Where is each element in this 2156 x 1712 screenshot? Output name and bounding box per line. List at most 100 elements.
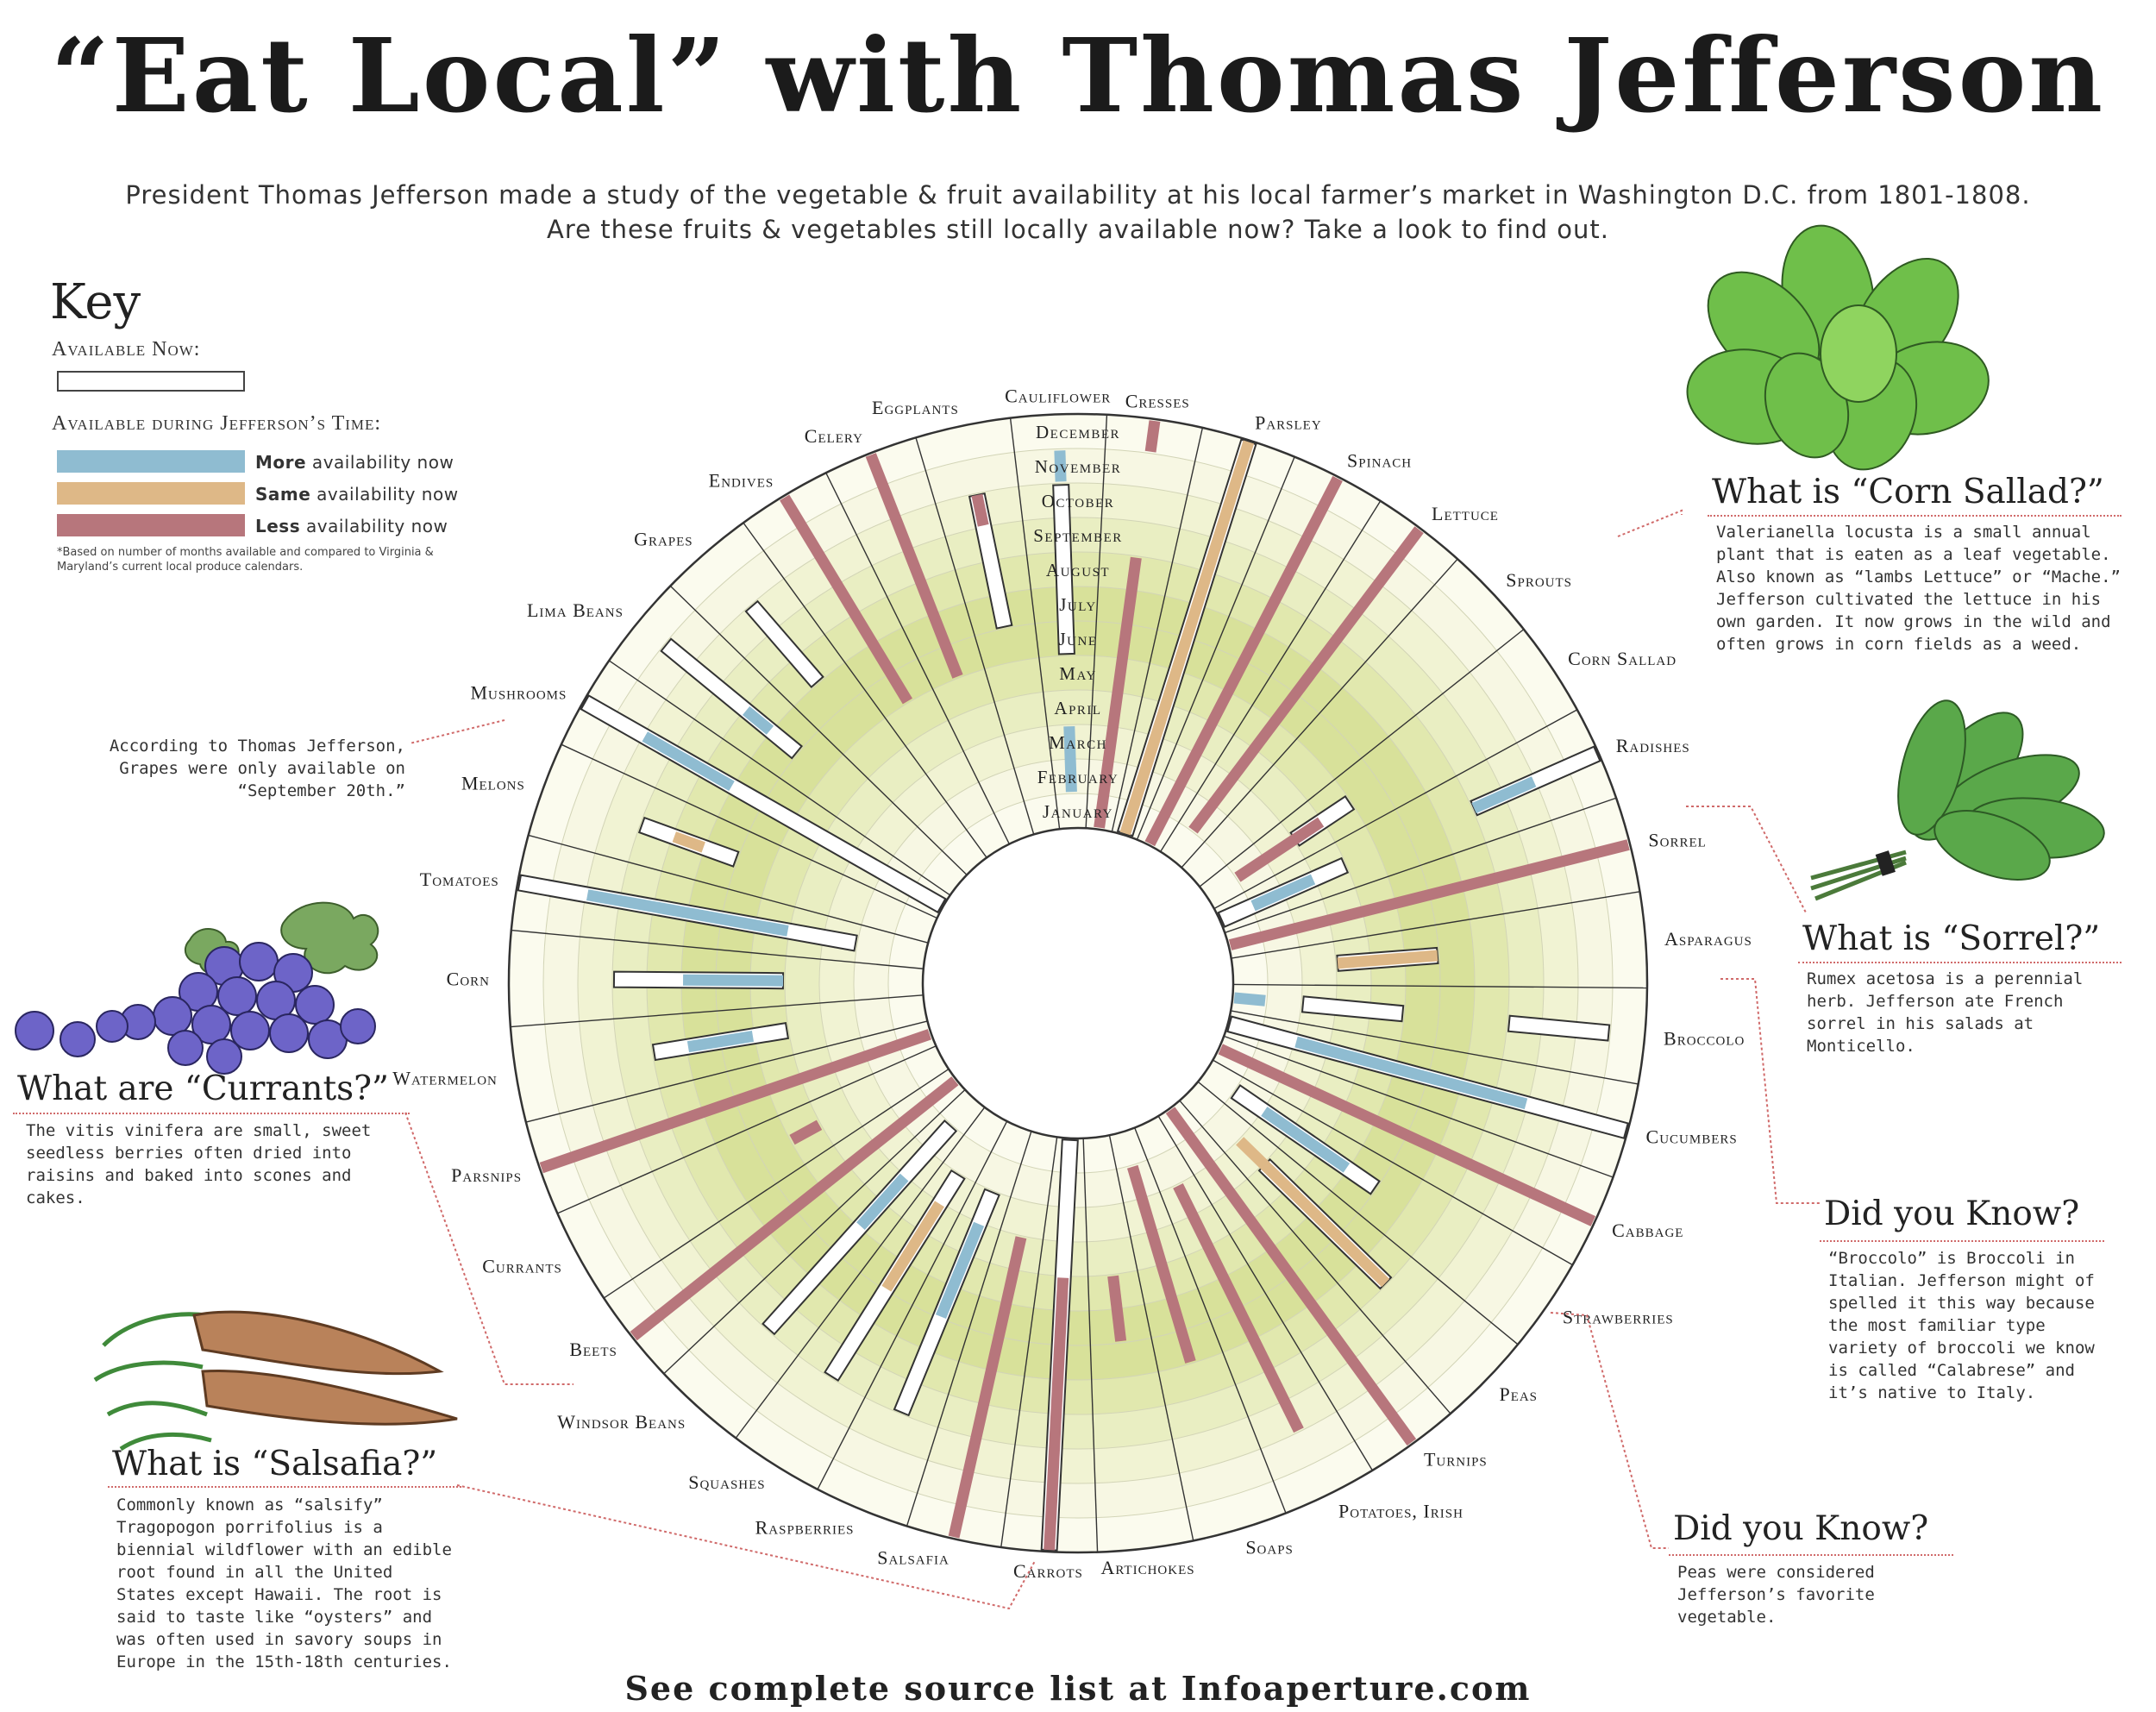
item-label-sprouts: Sprouts — [1506, 569, 1572, 591]
now-bar-broccolo — [1300, 995, 1405, 1023]
jefferson-bar-cresses — [1094, 556, 1142, 829]
now-bar-grapes — [744, 599, 824, 689]
peas-rule — [1669, 1554, 1953, 1556]
jefferson-bar-strawberries — [1261, 1107, 1351, 1173]
spoke — [1223, 1035, 1614, 1178]
item-label-squashes: Squashes — [688, 1471, 765, 1493]
item-label-cauliflower: Cauliflower — [1005, 385, 1111, 406]
page-title: “Eat Local” with Thomas Jefferson — [50, 16, 2106, 135]
leader-salsafia — [456, 1484, 1036, 1610]
spoke — [1213, 709, 1578, 910]
spoke — [1009, 417, 1061, 830]
jefferson-bar-lettuce — [1188, 526, 1424, 834]
peas-text: Peas were considered Jefferson’s favorit… — [1677, 1563, 1875, 1627]
salsafia-illustration — [93, 1310, 458, 1452]
spoke — [743, 522, 987, 858]
item-label-corn: Corn — [447, 968, 490, 989]
leader-grapes — [409, 719, 505, 744]
item-label-turnips: Turnips — [1424, 1449, 1488, 1471]
jefferson-bar-corn — [683, 974, 784, 987]
key-same-swatch — [57, 482, 245, 505]
month-label-april: April — [1054, 698, 1101, 718]
jefferson-bar-beets — [630, 1076, 959, 1341]
item-label-carrots: Carrots — [1013, 1560, 1083, 1582]
inner-hole — [921, 826, 1235, 1140]
spoke — [906, 1131, 1032, 1527]
broccolo-text: “Broccolo” is Broccoli in Italian. Jeffe… — [1828, 1249, 2095, 1402]
spoke — [1085, 414, 1108, 829]
jefferson-bar-melons — [672, 831, 705, 853]
item-label-cresses: Cresses — [1125, 390, 1190, 411]
peas-heading: Did you Know? — [1673, 1509, 1929, 1548]
spoke — [669, 585, 968, 875]
item-label-grapes: Grapes — [634, 528, 693, 549]
item-label-strawberries: Strawberries — [1563, 1307, 1674, 1328]
grapes-note-text: According to Thomas Jefferson, Grapes we… — [109, 737, 405, 800]
jefferson-bar-squashes — [881, 1201, 944, 1292]
jefferson-bar-radishes — [1250, 874, 1316, 912]
currants-text: The vitis vinifera are small, sweet seed… — [26, 1121, 372, 1207]
jefferson-bar-windsor-beans — [856, 1173, 909, 1230]
jefferson-bar-celery — [865, 453, 963, 679]
spoke — [1000, 1137, 1058, 1548]
spoke — [528, 834, 929, 944]
jefferson-bar-parsley — [1119, 440, 1255, 836]
item-label-peas: Peas — [1499, 1383, 1538, 1405]
spoke — [1199, 629, 1525, 887]
jefferson-bar-radishes — [1471, 776, 1537, 813]
item-label-tomatoes: Tomatoes — [420, 869, 499, 890]
spoke — [915, 437, 1035, 835]
broccolo-heading: Did you Know? — [1824, 1195, 2080, 1233]
spoke — [1108, 1135, 1194, 1541]
item-label-salsafia: Salsafia — [877, 1546, 950, 1568]
spoke — [1111, 427, 1204, 832]
jefferson-bar-lima-beans — [743, 705, 774, 735]
corn-sallad-illustration — [1686, 224, 1990, 471]
month-label-january: January — [1043, 801, 1113, 822]
currants-heading: What are “Currants?” — [17, 1069, 389, 1108]
now-bar-windsor-beans — [761, 1119, 958, 1336]
spoke — [1224, 797, 1617, 934]
jefferson-bar-raspberries — [935, 1221, 985, 1319]
month-label-february: February — [1037, 767, 1119, 787]
jefferson-bar-turnips — [1165, 1107, 1417, 1446]
month-label-july: July — [1059, 594, 1097, 615]
jefferson-bar-cucumbers — [1294, 1036, 1528, 1110]
item-label-celery: Celery — [805, 425, 863, 447]
jefferson-bar-cresses — [1144, 420, 1161, 453]
sorrel-illustration — [1810, 699, 2105, 901]
spoke — [1213, 1059, 1573, 1266]
key-available-now-swatch — [57, 371, 245, 392]
jefferson-bar-eggplants — [971, 493, 989, 527]
month-label-june: June — [1059, 629, 1098, 649]
salsafia-text: Commonly known as “salsify” Tragopogon p… — [116, 1496, 452, 1671]
spoke — [1160, 500, 1382, 852]
spoke — [1181, 558, 1458, 869]
jefferson-bar-broccolo — [1233, 992, 1266, 1007]
jefferson-bar-spinach — [1144, 475, 1343, 847]
jefferson-bar-parsnips — [539, 1029, 931, 1174]
month-label-december: December — [1036, 422, 1120, 442]
footer-source-link[interactable]: See complete source list at Infoaperture… — [624, 1669, 1532, 1708]
jefferson-bar-cabbage — [1218, 1044, 1596, 1226]
item-label-corn-sallad: Corn Sallad — [1568, 648, 1677, 669]
spoke — [735, 1107, 986, 1439]
item-label-parsley: Parsley — [1255, 412, 1322, 434]
item-label-melons: Melons — [461, 772, 525, 793]
item-label-cucumbers: Cucumbers — [1646, 1126, 1738, 1147]
salsafia-rule — [108, 1486, 461, 1488]
item-label-currants: Currants — [482, 1256, 562, 1277]
spoke — [825, 472, 1010, 844]
jefferson-bar-carrots — [1044, 1277, 1069, 1551]
jefferson-bar-cauliflower — [1063, 726, 1077, 793]
jefferson-bar-asparagus — [1337, 950, 1438, 969]
key-heading: Key — [50, 274, 141, 330]
leader-sorrel — [1686, 806, 1808, 915]
item-label-lima-beans: Lima Beans — [527, 599, 624, 621]
spoke — [1231, 1010, 1639, 1085]
spoke — [557, 1045, 937, 1214]
key-more-label: More availability now — [255, 452, 454, 473]
leader-corn-sallad — [1617, 509, 1683, 537]
spoke — [1197, 1081, 1519, 1345]
